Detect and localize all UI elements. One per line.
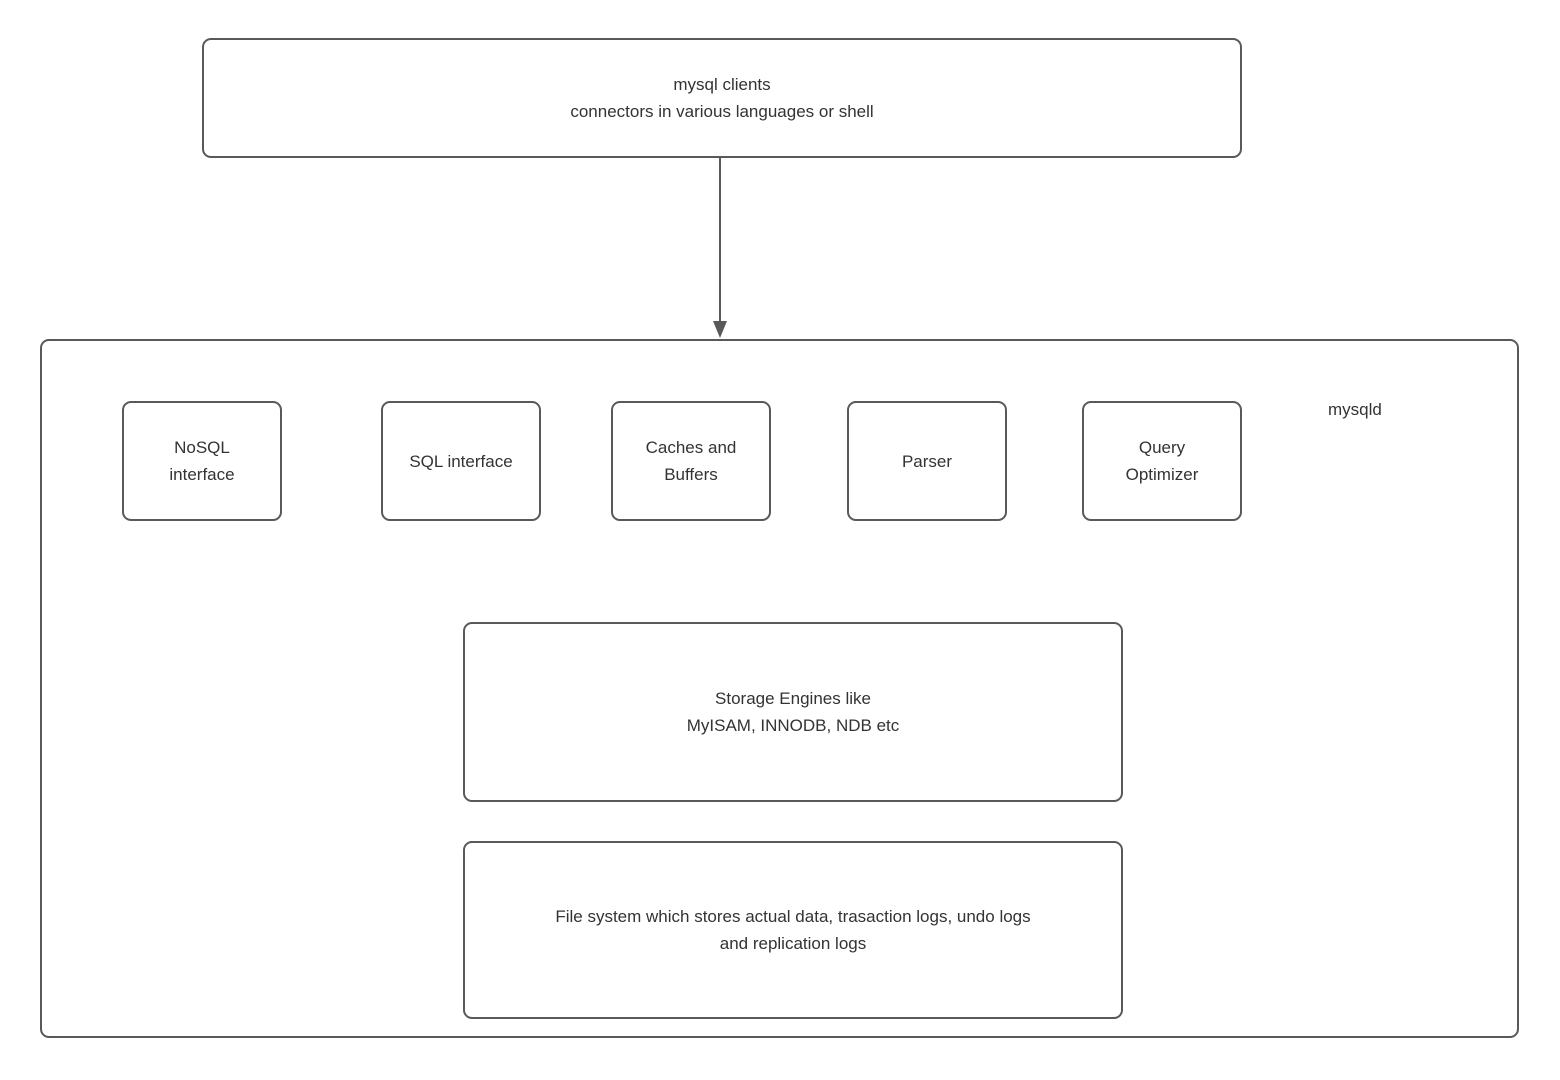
query-optimizer-box: Query Optimizer [1082, 401, 1242, 521]
nosql-interface-label: NoSQL interface [169, 438, 235, 484]
parser-box: Parser [847, 401, 1007, 521]
storage-engines-box: Storage Engines like MyISAM, INNODB, NDB… [463, 622, 1123, 802]
mysql-clients-label: mysql clients connectors in various lang… [570, 75, 874, 121]
mysql-clients-box: mysql clients connectors in various lang… [202, 38, 1242, 158]
mysqld-label: mysqld [1328, 400, 1382, 419]
caches-and-buffers-label: Caches and Buffers [645, 438, 737, 484]
file-system-box: File system which stores actual data, tr… [463, 841, 1123, 1019]
nosql-interface-box: NoSQL interface [122, 401, 282, 521]
sql-interface-label: SQL interface [409, 451, 513, 471]
sql-interface-box: SQL interface [381, 401, 541, 521]
clients-to-mysqld-arrow-icon [713, 158, 727, 338]
storage-engines-label: Storage Engines like MyISAM, INNODB, NDB… [686, 689, 900, 735]
mysqld-container-box: mysqld NoSQL interface SQL interface Cac… [40, 339, 1519, 1038]
query-optimizer-label: Query Optimizer [1125, 438, 1199, 484]
parser-label: Parser [901, 451, 953, 471]
caches-and-buffers-box: Caches and Buffers [611, 401, 771, 521]
file-system-label: File system which stores actual data, tr… [555, 907, 1031, 953]
